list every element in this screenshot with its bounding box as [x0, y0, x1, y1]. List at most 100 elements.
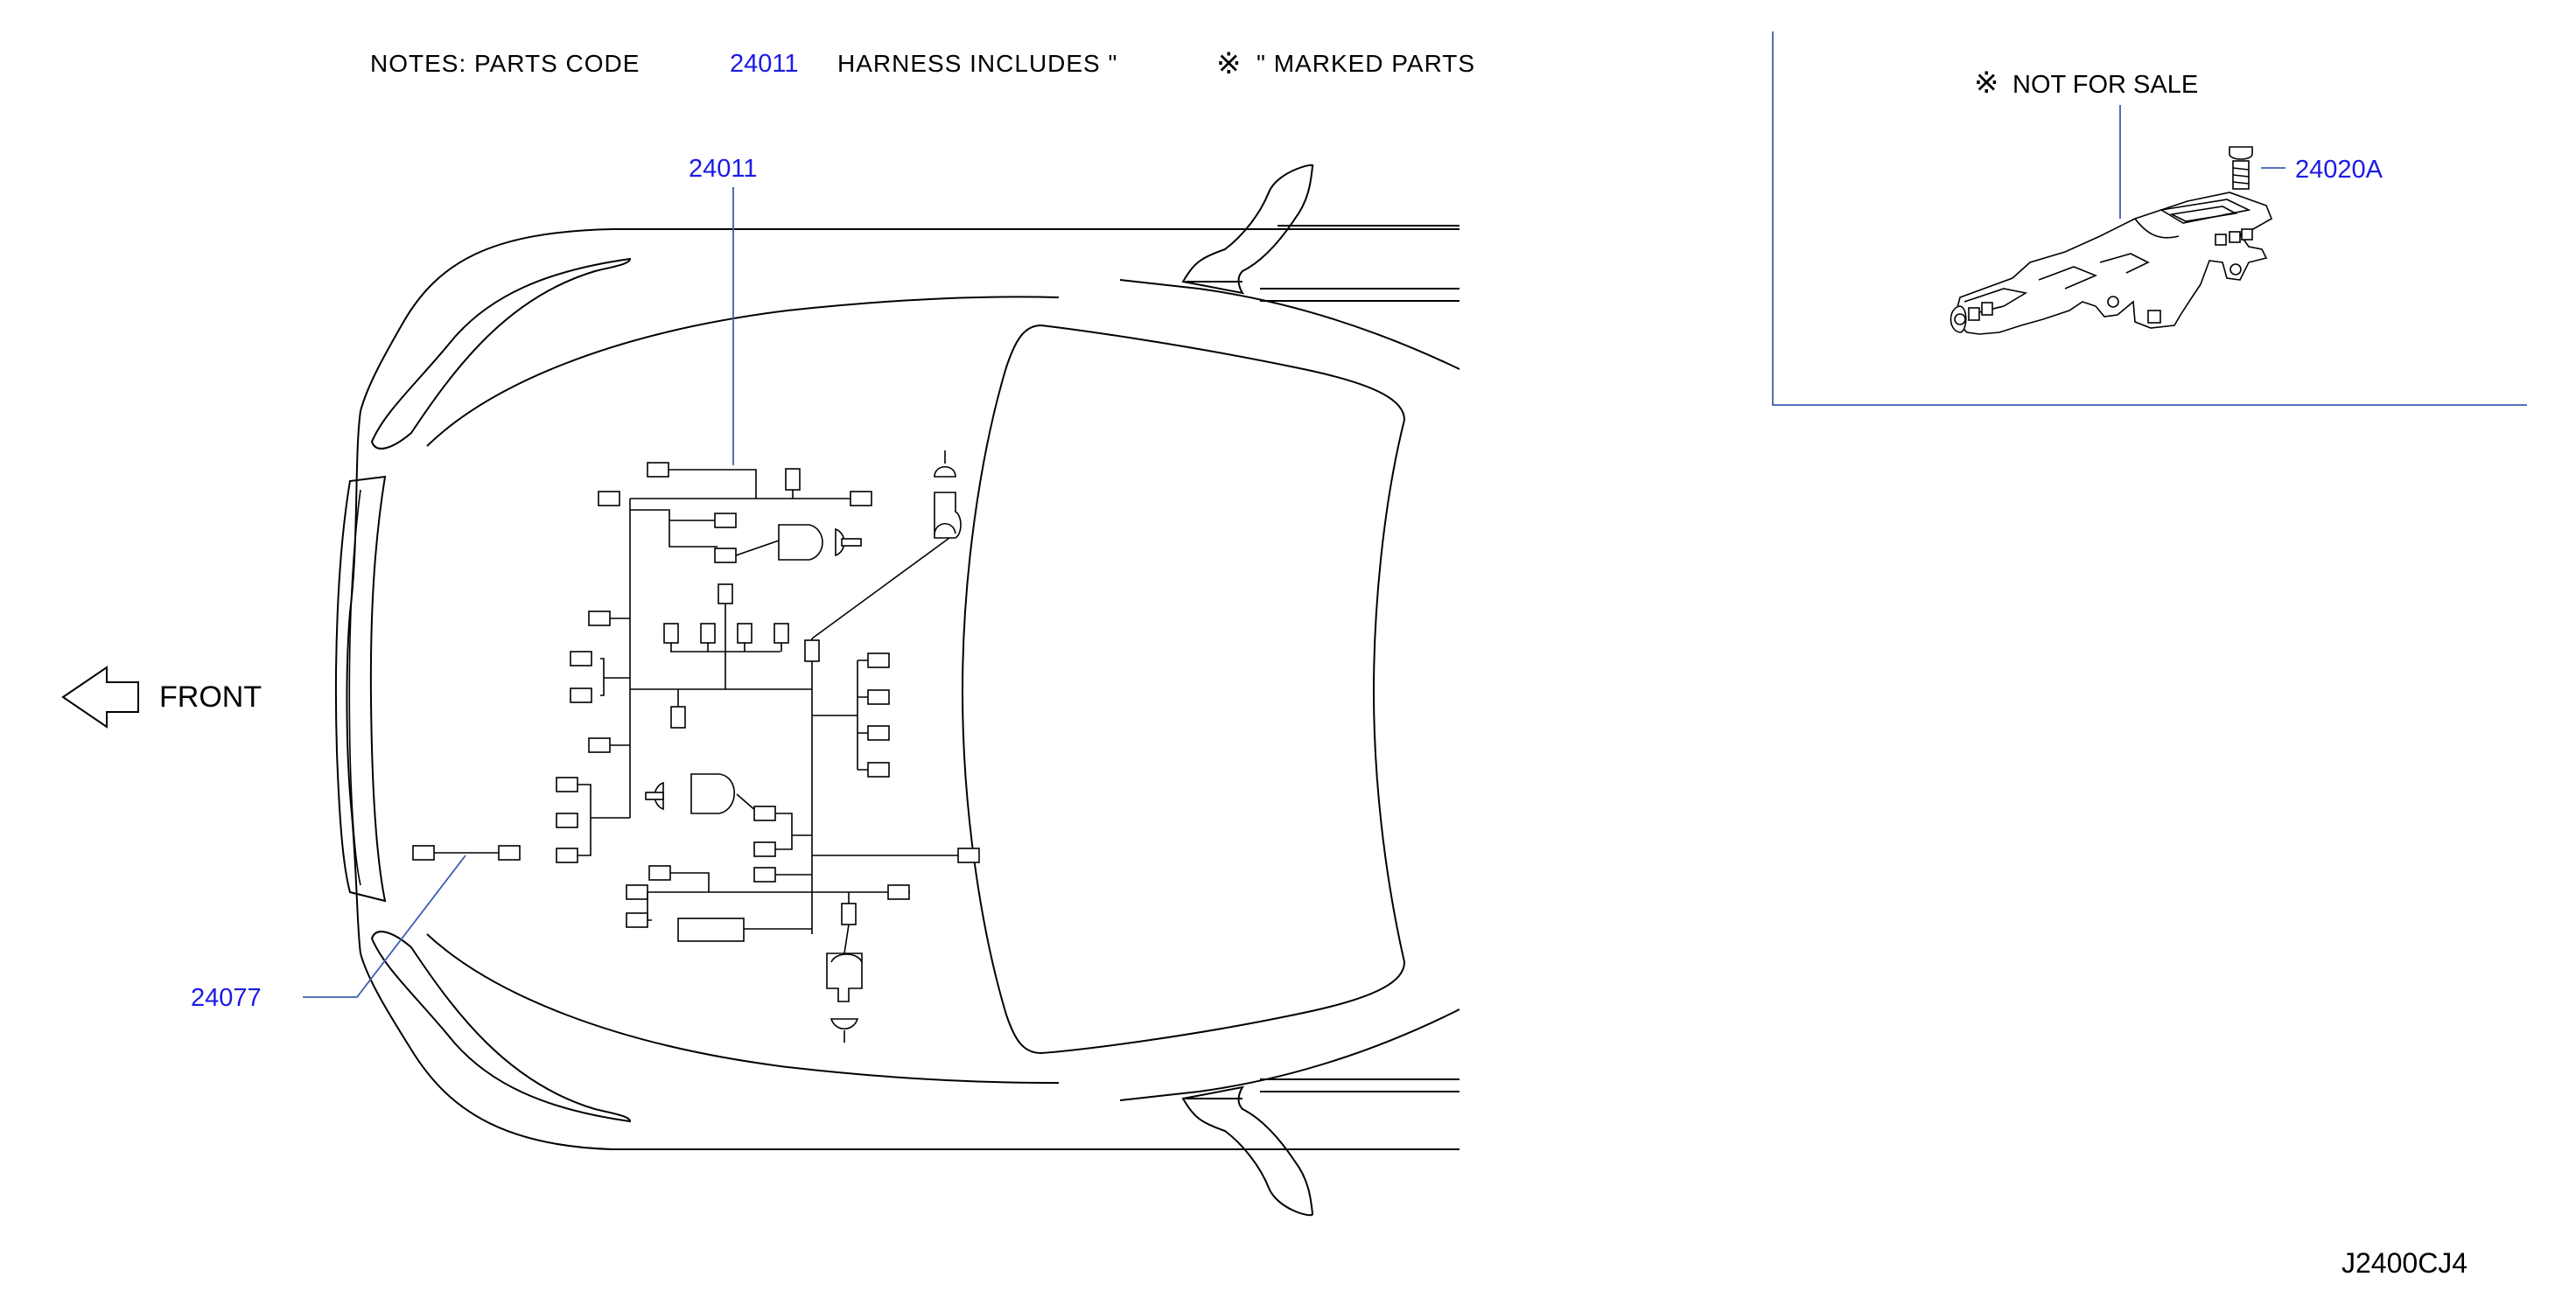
- connector: [556, 777, 578, 792]
- front-label: FRONT: [159, 680, 262, 714]
- sub-harness-24077: 24077: [191, 845, 521, 1012]
- branch-stub: [735, 540, 780, 556]
- connector: [714, 513, 737, 528]
- protector-clip: [2241, 228, 2253, 241]
- connector: [556, 848, 578, 863]
- connector: [867, 689, 890, 705]
- protector-clip: [2229, 231, 2241, 243]
- leader-line-24077: [303, 855, 466, 998]
- protector-cover: [2159, 199, 2251, 224]
- relay-socket: [690, 773, 736, 814]
- branch-comb: [812, 659, 868, 771]
- protector-channel-right: [2099, 253, 2150, 274]
- notes-part-code-link[interactable]: 24011: [730, 50, 799, 78]
- connector: [957, 848, 980, 863]
- connector: [714, 548, 737, 563]
- connector: [718, 583, 733, 604]
- connector: [753, 806, 776, 821]
- protector-clip: [2215, 234, 2227, 246]
- branch-stub: [775, 835, 793, 850]
- connector: [737, 623, 752, 644]
- notes-suffix: " MARKED PARTS: [1256, 50, 1475, 77]
- connector: [570, 687, 592, 703]
- connector: [887, 884, 910, 900]
- inset-panel: ※ NOT FOR SALE 24020A: [1772, 31, 2527, 406]
- diagram-id: J2400CJ4: [2342, 1247, 2468, 1279]
- connector: [647, 462, 669, 478]
- a-pillar-upper: [1119, 279, 1460, 370]
- connector: [785, 468, 801, 491]
- protector-end-hole: [1954, 313, 1966, 325]
- protector-cover-inner: [2169, 206, 2238, 222]
- branch-top-left: [648, 469, 757, 499]
- protector-mount-hole: [2107, 296, 2119, 308]
- side-mirror-upper: [1181, 164, 1314, 295]
- a-pillar-lower: [1119, 1008, 1460, 1101]
- bolt-thread: [2232, 167, 2250, 185]
- connector: [867, 762, 890, 778]
- protector-clip: [2147, 310, 2161, 324]
- connector: [867, 725, 890, 741]
- protector-mount-hole: [2230, 263, 2242, 276]
- branch-stub: [775, 813, 812, 836]
- harness-diagonal-branch: [811, 537, 950, 639]
- protector-edge: [2134, 218, 2180, 239]
- lamp-bulb: [934, 465, 956, 478]
- inset-not-for-sale-label: NOT FOR SALE: [2012, 71, 2198, 99]
- connector: [753, 867, 776, 883]
- car-body-outline: [334, 164, 1460, 1217]
- branch-fork: [578, 784, 630, 856]
- lamp-socket: [826, 953, 863, 1002]
- protector-end-cap: [1950, 305, 1967, 333]
- notes-middle: HARNESS INCLUDES ": [837, 50, 1117, 77]
- bolt-head: [2229, 146, 2253, 160]
- connector: [663, 623, 679, 644]
- harness-protector-part: [1950, 192, 2273, 335]
- hood-crease-lower: [426, 933, 1060, 1084]
- connector: [774, 623, 789, 644]
- headlight-upper: [370, 257, 632, 450]
- grille-inner-line: [348, 489, 361, 886]
- lamp-bulb: [830, 1018, 859, 1030]
- branch-stub: [736, 793, 758, 813]
- front-direction: FRONT: [61, 666, 262, 729]
- branch-stub: [670, 872, 710, 892]
- connector: [841, 903, 857, 925]
- connector: [626, 912, 648, 928]
- fuse-block-connector: [677, 918, 745, 942]
- callout-24020A[interactable]: 24020A: [2295, 156, 2384, 184]
- protector-channel-mid: [2038, 266, 2098, 290]
- notes-prefix: NOTES: PARTS CODE: [370, 50, 640, 77]
- notes-header: NOTES: PARTS CODE 24011 HARNESS INCLUDES…: [370, 47, 1475, 80]
- headlight-lower: [370, 931, 632, 1123]
- front-grille: [334, 475, 387, 903]
- body-perimeter: [346, 228, 1460, 1150]
- inset-mark-symbol: ※: [1974, 66, 1999, 100]
- connector: [867, 652, 890, 668]
- notes-mark-symbol: ※: [1216, 47, 1242, 80]
- relay-socket: [778, 524, 823, 561]
- connector: [556, 813, 578, 828]
- connector: [570, 651, 592, 666]
- side-mirror-lower: [1181, 1085, 1314, 1217]
- main-harness-24011: 24011: [556, 155, 980, 1043]
- branch-fork: [600, 658, 630, 696]
- lamp-cap: [934, 522, 956, 534]
- connector: [700, 623, 716, 644]
- connector: [412, 845, 435, 861]
- connector: [648, 865, 671, 881]
- windshield: [961, 324, 1406, 1055]
- bulb-pin: [645, 792, 664, 800]
- protector-body: [1956, 192, 2273, 335]
- connector: [670, 706, 686, 729]
- callout-24011[interactable]: 24011: [689, 155, 758, 183]
- front-arrow-icon: [61, 666, 139, 729]
- hood-crease-upper: [426, 296, 1060, 447]
- protector-clip: [1968, 307, 1980, 321]
- connector: [588, 737, 611, 753]
- connector: [598, 491, 620, 506]
- callout-24077[interactable]: 24077: [191, 984, 262, 1012]
- connector: [626, 884, 648, 900]
- lamp-cap: [830, 953, 863, 963]
